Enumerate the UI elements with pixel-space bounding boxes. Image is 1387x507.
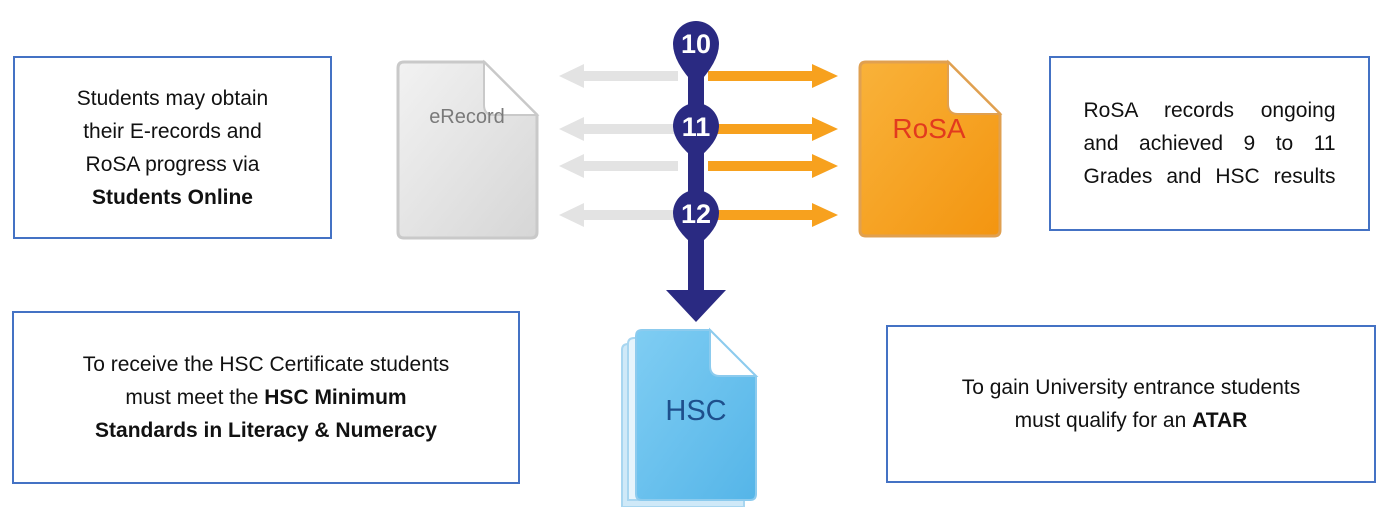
box-text-line: must meet the HSC Minimum (83, 381, 450, 414)
info-box-atar: To gain University entrance students mus… (886, 325, 1376, 483)
box-text-bold: Standards in Literacy & Numeracy (95, 419, 437, 442)
box-text-bold: Students Online (91, 185, 253, 209)
step-marker-11: 11 (673, 103, 719, 160)
step-marker-12: 12 (673, 190, 719, 247)
grey-arrows (559, 64, 678, 227)
box-text-bold: HSC Minimum (264, 386, 407, 409)
step-label: 11 (682, 112, 711, 142)
erecord-label: eRecord (429, 106, 505, 128)
step-label: 10 (681, 29, 711, 59)
box-text-line: must qualify for an ATAR (962, 404, 1301, 437)
box-text-line: Students may obtain (76, 86, 269, 110)
hsc-label: HSC (665, 395, 726, 427)
box-text-normal: must meet the (125, 386, 265, 409)
box-text-line: Grades and HSC results (1083, 165, 1336, 188)
step-label: 12 (681, 199, 711, 229)
erecord-document-icon: eRecord (396, 59, 540, 240)
box-text-line: To receive the HSC Certificate students (82, 353, 450, 376)
hsc-document-icon: HSC (621, 327, 759, 507)
step-marker-10: 10 (673, 21, 719, 86)
info-box-students-online: Students may obtain their E-records and … (13, 56, 332, 239)
info-box-rosa-records: RoSA records ongoing and achieved 9 to 1… (1049, 56, 1370, 231)
rosa-document-icon: RoSA (858, 59, 1003, 238)
box-text-line: and achieved 9 to 11 (1083, 132, 1336, 155)
box-text-line: RoSA progress via (85, 152, 260, 176)
box-text-line: their E-records and (83, 119, 262, 143)
box-text-line: To gain University entrance students (961, 376, 1301, 399)
info-box-hsc-certificate: To receive the HSC Certificate students … (12, 311, 520, 484)
rosa-label: RoSA (892, 113, 965, 144)
box-text-normal: must qualify for an (1014, 409, 1193, 432)
orange-arrows (708, 64, 838, 227)
box-text-bold: ATAR (1192, 409, 1248, 432)
box-text-line: RoSA records ongoing (1083, 99, 1336, 122)
